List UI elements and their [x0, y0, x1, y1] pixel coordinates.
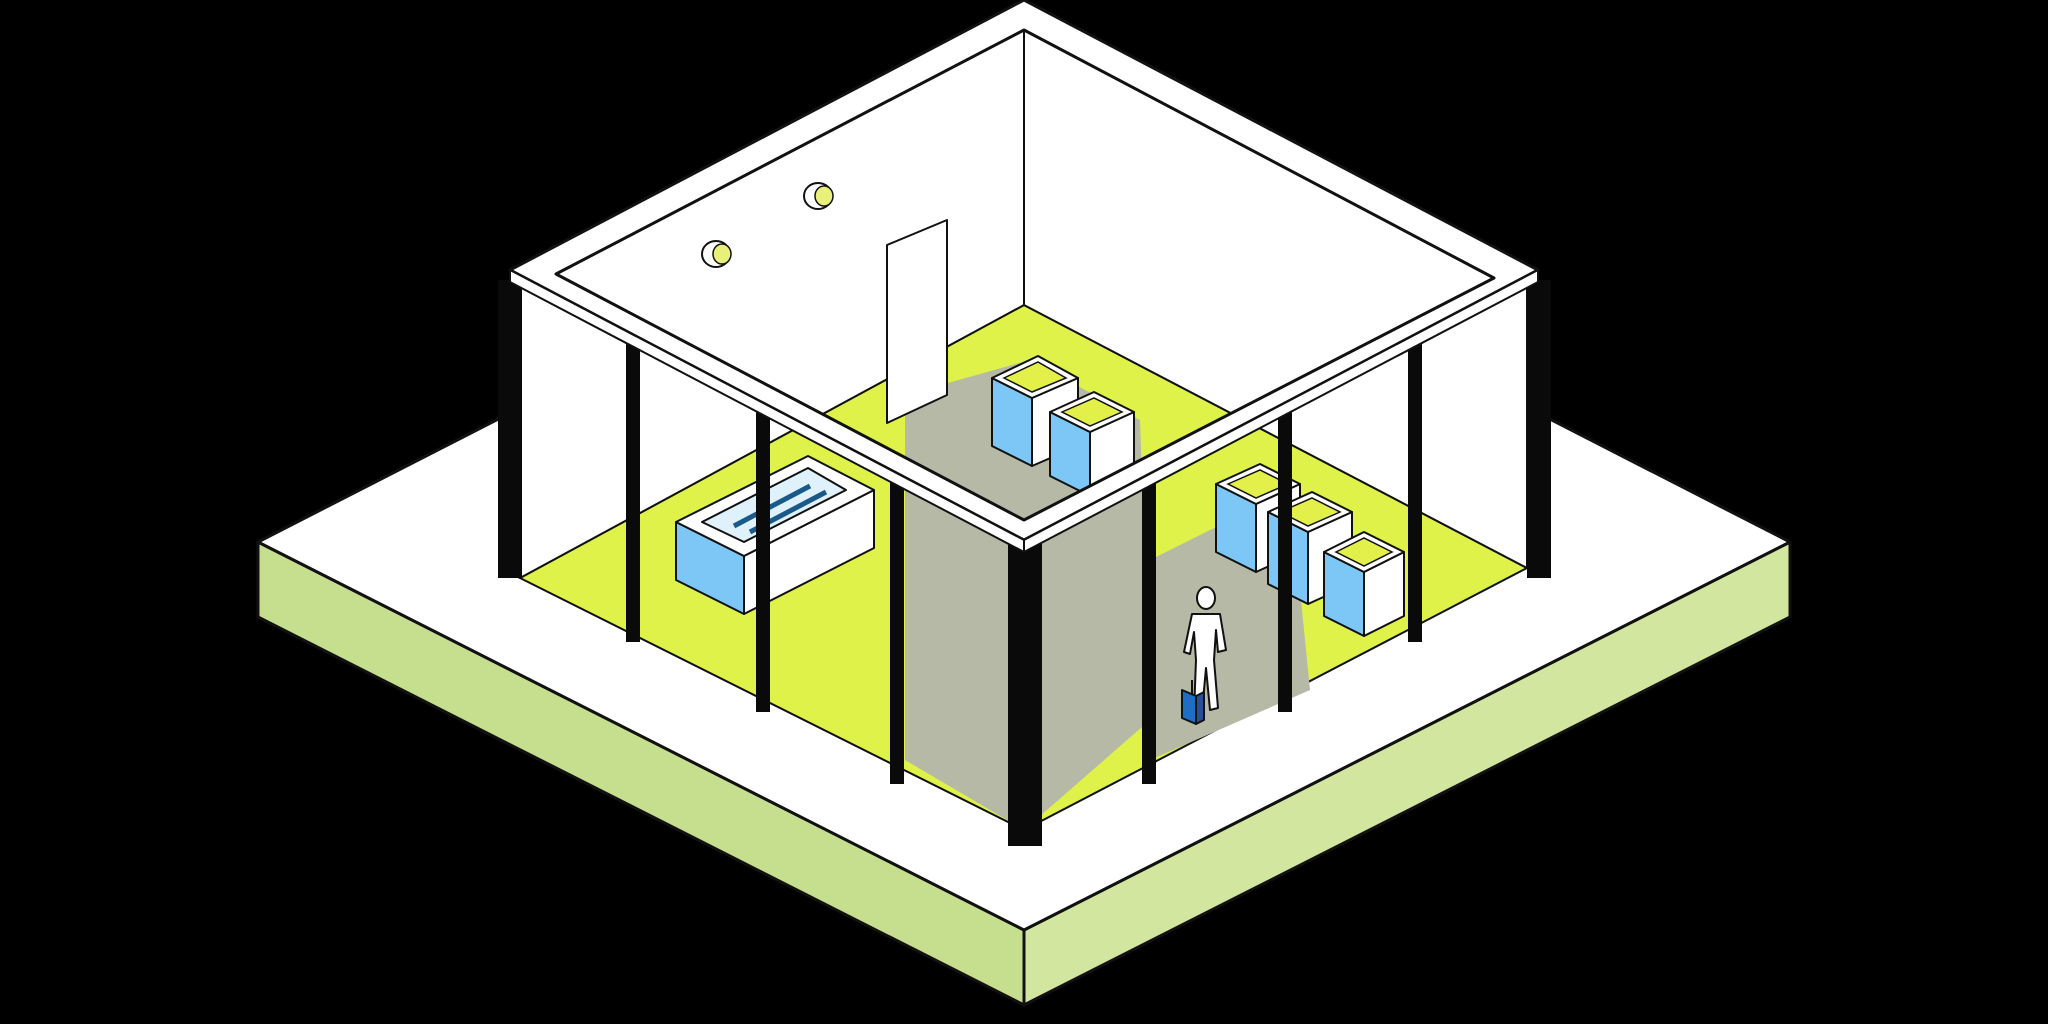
luggage — [1181, 680, 1205, 725]
person-head — [1196, 586, 1216, 610]
column — [756, 398, 770, 712]
ceiling-light — [803, 182, 834, 210]
column — [1142, 470, 1156, 784]
person — [1183, 586, 1227, 713]
ceiling-light — [701, 240, 732, 268]
roof-rim-lower-right — [1023, 269, 1539, 553]
column — [1527, 280, 1551, 578]
column — [1278, 398, 1292, 712]
column — [626, 330, 640, 642]
column — [1408, 330, 1422, 642]
person-body — [1183, 613, 1227, 713]
column — [890, 470, 904, 784]
column — [498, 280, 522, 578]
roof-rim — [508, 0, 1540, 553]
desk — [675, 455, 875, 615]
column — [1008, 532, 1042, 846]
door-panel — [886, 219, 948, 424]
ceiling-lights — [701, 182, 834, 268]
columns — [498, 280, 1551, 846]
cabinet — [1323, 531, 1405, 637]
